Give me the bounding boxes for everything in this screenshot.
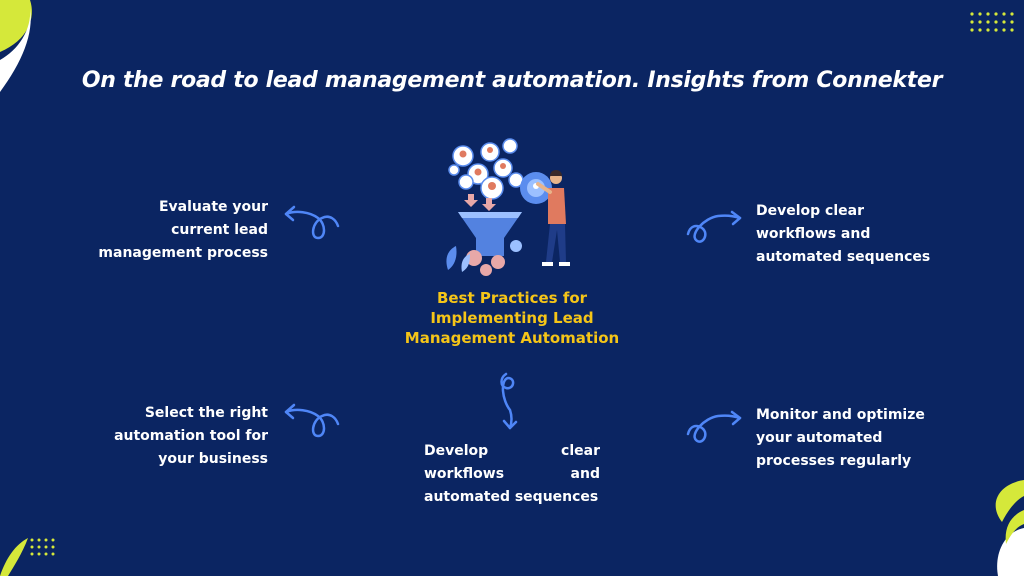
step-evaluate-process: Evaluate your current lead management pr…	[98, 199, 268, 261]
center-heading: Best Practices for Implementing Lead Man…	[386, 288, 638, 348]
step-develop-workflows-right: Develop clear workflows and automated se…	[756, 203, 931, 265]
center-heading-line: Implementing Lead	[430, 309, 594, 327]
corner-leaf-bottom-left-icon	[0, 538, 28, 576]
step-develop-workflows-bottom: Develop clear workflows and automated se…	[424, 443, 600, 505]
curly-arrow-icon	[284, 403, 340, 438]
curly-arrow-icon	[284, 205, 340, 240]
curly-arrow-icon	[500, 372, 518, 430]
corner-leaf-top-left-icon	[0, 0, 32, 92]
lead-funnel-illustration-icon	[446, 138, 570, 276]
curly-arrow-icon	[686, 410, 742, 443]
dots-bottom-left-icon	[30, 538, 55, 556]
dots-top-right-icon	[970, 12, 1014, 32]
step-select-tool: Select the right automation tool for you…	[114, 405, 268, 467]
center-heading-line: Management Automation	[404, 329, 620, 347]
corner-leaf-bottom-right-icon	[995, 480, 1024, 576]
center-heading-line: Best Practices for	[436, 289, 588, 307]
step-monitor-optimize: Monitor and optimize your automated proc…	[756, 407, 925, 469]
page-title: On the road to lead management automatio…	[81, 68, 943, 93]
curly-arrow-icon	[686, 210, 742, 243]
